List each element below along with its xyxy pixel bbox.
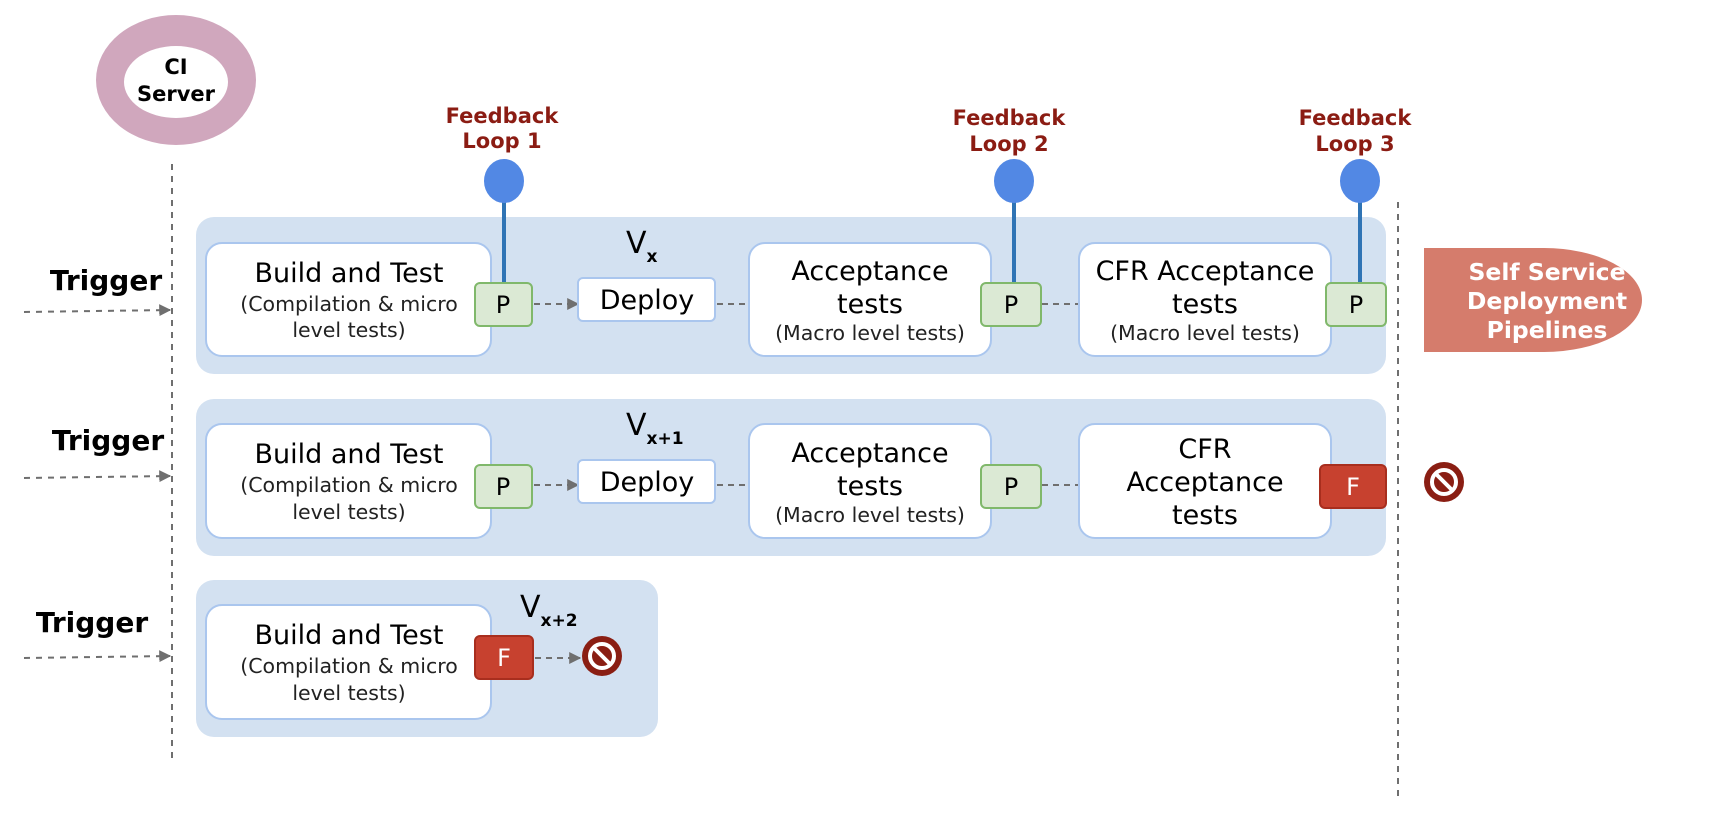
- cfr-acceptance-tests-stage: CFR Acceptance tests: [1078, 423, 1332, 539]
- feedback-node: [484, 159, 524, 203]
- build-and-test-stage: Build and Test (Compilation & micro leve…: [205, 423, 492, 539]
- banner-line2: Deployment: [1467, 287, 1627, 315]
- status-text: P: [1004, 473, 1018, 501]
- feedback-label-line2: Loop 1: [462, 129, 541, 153]
- ci-server: CI Server: [96, 15, 256, 145]
- stage-title-line2: tests: [1172, 289, 1238, 320]
- stage-subtitle: (Macro level tests): [775, 503, 965, 527]
- pass-badge: P: [980, 282, 1042, 327]
- pass-badge: P: [980, 464, 1042, 509]
- stage-subtitle-line2: level tests): [292, 318, 405, 342]
- acceptance-tests-stage: Acceptance tests (Macro level tests): [748, 242, 992, 357]
- self-service-pipelines-banner: Self Service Deployment Pipelines: [1424, 248, 1642, 352]
- blocked-icon: [582, 636, 622, 676]
- cfr-acceptance-tests-stage: CFR Acceptance tests (Macro level tests): [1078, 242, 1332, 357]
- feedback-node: [994, 159, 1034, 203]
- feedback-label-line1: Feedback: [446, 104, 560, 128]
- trigger-label: Trigger: [36, 606, 149, 639]
- stage-subtitle: (Macro level tests): [775, 321, 965, 345]
- feedback-loop-2: Feedback Loop 2: [953, 106, 1067, 285]
- pass-badge: P: [474, 464, 533, 509]
- stage-subtitle-line1: (Compilation & micro: [240, 473, 458, 497]
- feedback-label-line1: Feedback: [953, 106, 1067, 130]
- stage-subtitle-line2: level tests): [292, 500, 405, 524]
- status-text: F: [497, 644, 511, 672]
- deploy-stage: Deploy: [577, 459, 716, 504]
- stage-title-line1: Acceptance: [791, 256, 948, 287]
- build-and-test-stage: Build and Test (Compilation & micro leve…: [205, 242, 492, 357]
- stage-title-line1: CFR Acceptance: [1096, 256, 1315, 287]
- stage-subtitle: (Macro level tests): [1110, 321, 1300, 345]
- stage-title-line1: Acceptance: [791, 438, 948, 469]
- stage-title: Build and Test: [255, 439, 444, 470]
- ci-server-label-line1: CI: [164, 55, 187, 79]
- pass-badge: P: [1325, 282, 1387, 327]
- feedback-label-line2: Loop 3: [1315, 132, 1394, 156]
- feedback-label-line2: Loop 2: [969, 132, 1048, 156]
- acceptance-tests-stage: Acceptance tests (Macro level tests): [748, 423, 992, 539]
- stage-subtitle-line2: level tests): [292, 681, 405, 705]
- stage-title-line2: tests: [837, 471, 903, 502]
- version-label: Vx+1: [626, 408, 684, 449]
- trigger-arrow: [23, 304, 172, 317]
- stage-title: Build and Test: [255, 620, 444, 651]
- stage-title-line3: tests: [1172, 500, 1238, 531]
- trigger-arrow: [23, 650, 172, 663]
- trigger-1: Trigger: [23, 264, 172, 317]
- feedback-node: [1340, 159, 1380, 203]
- pipeline-row-3: Vx+2 Build and Test (Compilation & micro…: [205, 590, 622, 720]
- pipeline-row-2: Vx+1 Build and Test (Compilation & micro…: [205, 408, 1387, 539]
- status-text: P: [496, 291, 510, 319]
- banner-line1: Self Service: [1468, 258, 1625, 286]
- banner-line3: Pipelines: [1487, 316, 1608, 344]
- feedback-loop-1: Feedback Loop 1: [446, 104, 560, 285]
- blocked-icon: [1424, 462, 1464, 502]
- pipeline-row-1: Vx Build and Test (Compilation & micro l…: [205, 226, 1387, 357]
- ci-server-label-line2: Server: [137, 82, 216, 106]
- trigger-label: Trigger: [52, 424, 165, 457]
- stage-subtitle-line1: (Compilation & micro: [240, 654, 458, 678]
- stage-title-line2: tests: [837, 289, 903, 320]
- status-text: P: [1004, 291, 1018, 319]
- status-text: P: [1349, 291, 1363, 319]
- trigger-arrow: [23, 470, 172, 483]
- build-and-test-stage: Build and Test (Compilation & micro leve…: [205, 604, 492, 720]
- status-text: P: [496, 473, 510, 501]
- stage-title-line2: Acceptance: [1126, 467, 1283, 498]
- stage-title: Deploy: [600, 285, 695, 316]
- fail-badge: F: [1319, 464, 1387, 509]
- stage-subtitle-line1: (Compilation & micro: [240, 292, 458, 316]
- version-label: Vx+2: [520, 590, 578, 631]
- trigger-3: Trigger: [23, 606, 172, 663]
- stage-title-line1: CFR: [1178, 434, 1231, 465]
- fail-badge: F: [474, 635, 534, 680]
- status-text: F: [1346, 473, 1360, 501]
- stage-title: Deploy: [600, 467, 695, 498]
- stage-title: Build and Test: [255, 258, 444, 289]
- trigger-label: Trigger: [50, 264, 163, 297]
- feedback-loop-3: Feedback Loop 3: [1299, 106, 1413, 285]
- pass-badge: P: [474, 282, 533, 327]
- feedback-label-line1: Feedback: [1299, 106, 1413, 130]
- trigger-2: Trigger: [23, 424, 172, 483]
- version-label: Vx: [626, 226, 658, 267]
- deploy-stage: Deploy: [577, 277, 716, 322]
